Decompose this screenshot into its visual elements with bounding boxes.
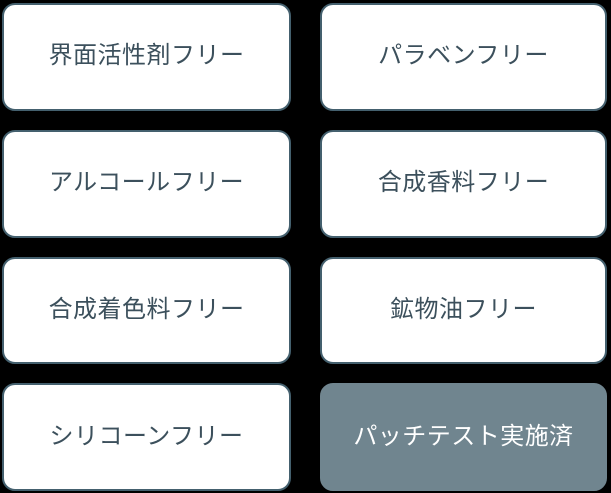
badge-label: パッチテスト実施済 (353, 422, 574, 450)
badge-card-patch-tested[interactable]: パッチテスト実施済 (320, 383, 607, 491)
badge-card-synthetic-colorant-free[interactable]: 合成着色料フリー (2, 256, 291, 365)
badge-card-surfactant-free[interactable]: 界面活性剤フリー (2, 3, 291, 111)
badge-label: 合成香料フリー (377, 169, 550, 197)
badge-label: アルコールフリー (48, 169, 245, 197)
badge-card-mineral-oil-free[interactable]: 鉱物油フリー (320, 256, 607, 365)
badge-card-synthetic-fragrance-free[interactable]: 合成香料フリー (320, 129, 607, 238)
badge-card-silicone-free[interactable]: シリコーンフリー (2, 383, 291, 491)
badge-label: 合成着色料フリー (48, 295, 245, 323)
badge-label: シリコーンフリー (49, 422, 244, 450)
badge-card-paraben-free[interactable]: パラベンフリー (320, 3, 607, 111)
badge-label: 界面活性剤フリー (48, 42, 245, 70)
badge-label: パラベンフリー (378, 42, 549, 70)
badge-label: 鉱物油フリー (390, 295, 537, 323)
badge-card-alcohol-free[interactable]: アルコールフリー (2, 129, 291, 238)
